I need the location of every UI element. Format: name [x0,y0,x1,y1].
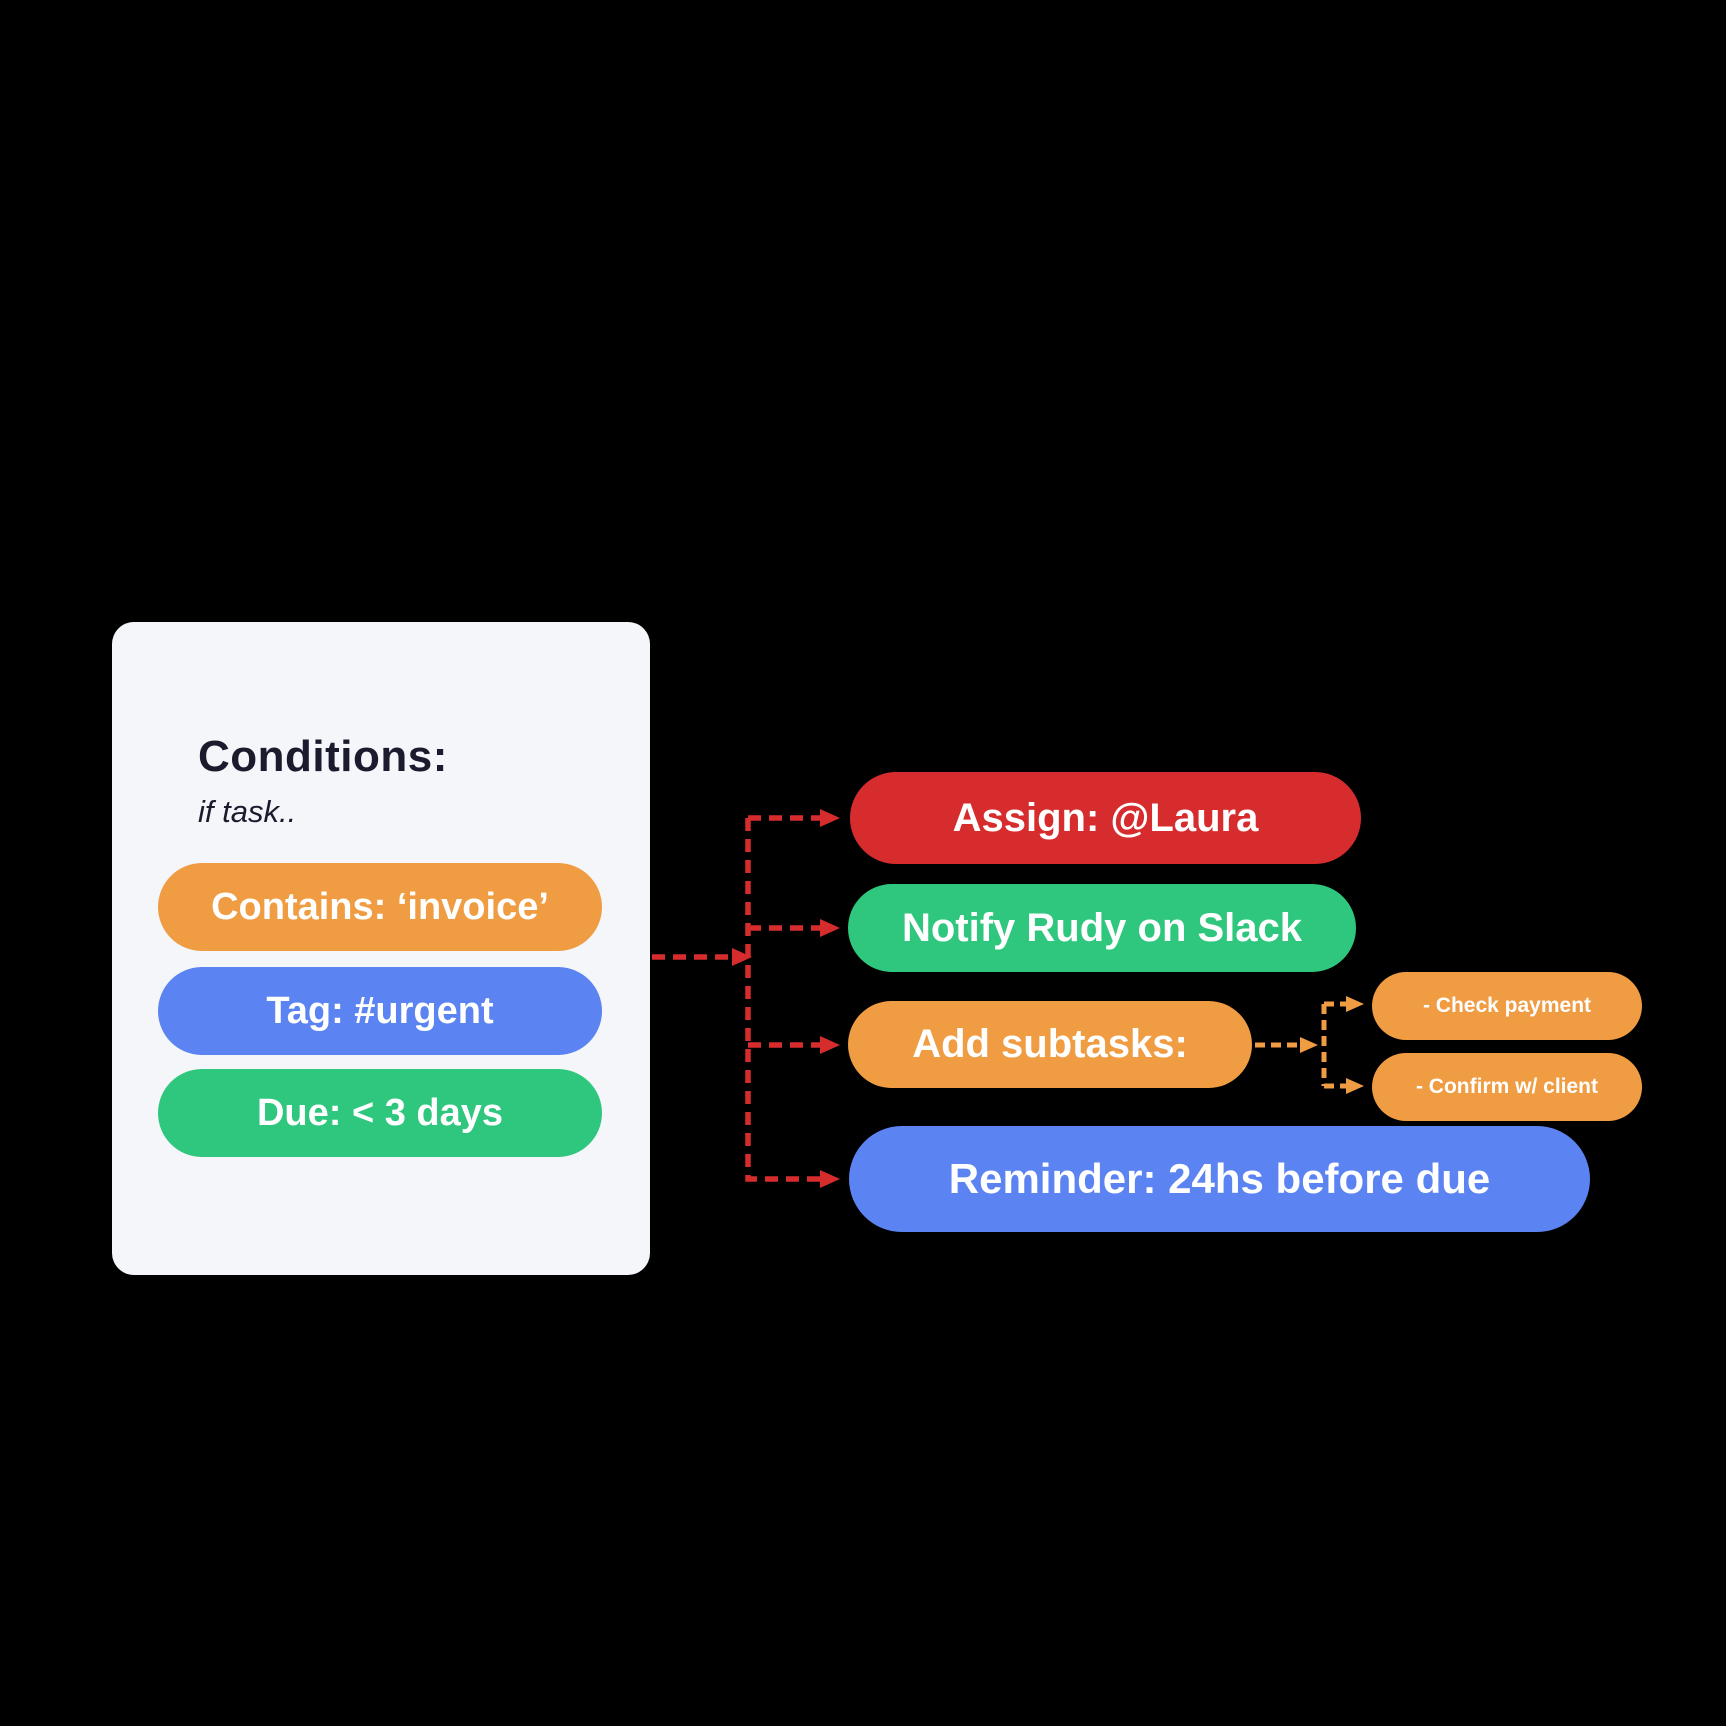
connector-trunk-line [745,818,820,1182]
arrowhead-assign-icon [820,809,840,827]
subtask-label: - Check payment [1422,994,1592,1017]
arrowhead-notify-icon [820,919,840,937]
action-reminder-before-due: Reminder: 24hs before due [849,1126,1590,1232]
condition-label: Contains: ‘invoice’ [211,885,549,928]
action-label: Add subtasks: [912,1022,1188,1066]
condition-due-3-days: Due: < 3 days [158,1069,602,1157]
arrowhead-feed-icon [732,948,752,966]
condition-label: Due: < 3 days [256,1091,504,1134]
condition-tag-urgent: Tag: #urgent [158,967,602,1055]
action-notify-rudy-slack: Notify Rudy on Slack [848,884,1356,972]
conditions-title: Conditions: [198,732,448,781]
condition-contains-invoice: Contains: ‘invoice’ [158,863,602,951]
arrowhead-check-payment-icon [1346,996,1364,1012]
subtask-check-payment: - Check payment [1372,972,1642,1040]
condition-label: Tag: #urgent [266,989,494,1032]
action-label: Notify Rudy on Slack [901,905,1303,950]
conditions-subtitle: if task.. [198,794,297,829]
arrowhead-reminder-icon [820,1170,840,1188]
action-add-subtasks: Add subtasks: [848,1001,1252,1088]
action-label: Reminder: 24hs before due [948,1155,1491,1202]
subtask-label: - Confirm w/ client [1415,1075,1598,1098]
action-label: Assign: @Laura [952,795,1259,840]
subtask-confirm-client: - Confirm w/ client [1372,1053,1642,1121]
arrowhead-subtasks-icon [820,1036,840,1054]
arrowhead-subtask-feed-icon [1300,1037,1318,1053]
arrowhead-confirm-client-icon [1346,1078,1364,1094]
action-assign-laura: Assign: @Laura [850,772,1361,864]
